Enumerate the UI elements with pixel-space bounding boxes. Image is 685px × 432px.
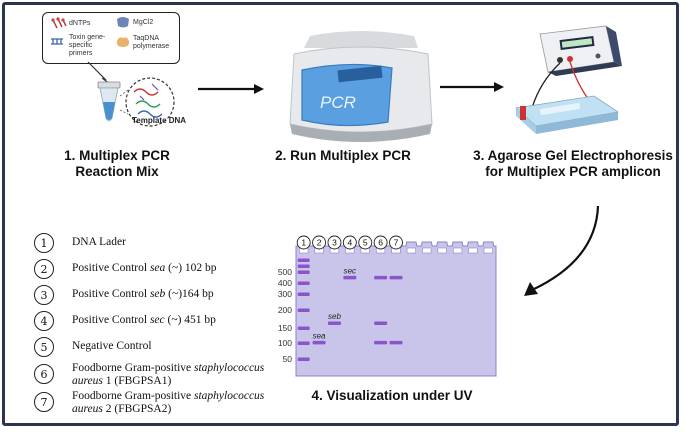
- step1-line1: 1. Multiplex PCR: [64, 148, 170, 163]
- legend-text: Positive Control sec (~) 451 bp: [72, 314, 216, 326]
- mw-marker-label: 300: [278, 289, 292, 299]
- step3-title: 3. Agarose Gel Electrophoresis for Multi…: [468, 148, 678, 180]
- step4-title: 4. Visualization under UV: [311, 388, 473, 403]
- taq-polymerase-icon: [116, 37, 130, 47]
- ladder-band: [297, 341, 310, 345]
- mw-marker-label: 100: [278, 338, 292, 348]
- step1-title: 1. Multiplex PCR Reaction Mix: [52, 148, 182, 180]
- gel-well: [483, 247, 493, 254]
- legend-number: 7: [34, 392, 54, 412]
- sample-band: [343, 275, 357, 280]
- ladder-band: [297, 292, 310, 296]
- pcr-screen-text: PCR: [320, 93, 356, 112]
- pcr-tube-illustration: [87, 61, 175, 127]
- lane-number: 6: [378, 238, 383, 248]
- legend-text: Negative Control: [72, 340, 152, 352]
- arrow-icon: [440, 82, 504, 92]
- gel-well: [422, 247, 432, 254]
- mw-marker-label: 400: [278, 278, 292, 288]
- sample-band: [374, 321, 388, 325]
- sample-band: [389, 340, 403, 345]
- legend-text: DNA Lader: [72, 236, 126, 248]
- mgcl2-icon: [117, 17, 129, 28]
- lane-number-circle: [358, 235, 373, 250]
- lane-number-circle: [327, 235, 342, 250]
- taq-label: TaqDNA polymerase: [133, 35, 170, 50]
- lane-number-circle: [389, 235, 403, 250]
- band-label: sea: [313, 331, 326, 340]
- step2-title: 2. Run Multiplex PCR: [275, 148, 411, 163]
- legend-number: 6: [34, 364, 54, 384]
- ladder-band: [297, 326, 310, 330]
- ladder-band: [297, 357, 310, 361]
- legend-number: 3: [34, 285, 54, 305]
- curved-arrow-icon: [524, 205, 600, 296]
- legend-number: 4: [34, 311, 54, 331]
- primers-icon: [51, 38, 63, 45]
- reagent-box: dNTPs MgCl2 Toxin gene-specific primers …: [42, 12, 180, 64]
- legend-number: 5: [34, 337, 54, 357]
- sample-band: [327, 321, 341, 325]
- lane-number: 5: [363, 238, 368, 248]
- dntps-icon: [51, 17, 67, 29]
- step3-line1: 3. Agarose Gel Electrophoresis: [473, 148, 673, 163]
- lane-number: 3: [332, 238, 337, 248]
- mw-marker-label: 50: [283, 354, 293, 364]
- legend-text: Positive Control sea (~) 102 bp: [72, 262, 217, 274]
- step3-line2: for Multiplex PCR amplicon: [485, 164, 661, 179]
- outer-frame: [2, 2, 679, 426]
- gel-well: [406, 247, 416, 254]
- mgcl2-label: MgCl2: [133, 19, 154, 26]
- lane-number: 2: [317, 238, 322, 248]
- legend-number: 1: [34, 233, 54, 253]
- sample-band: [374, 275, 388, 280]
- lane-number: 1: [301, 238, 306, 248]
- mw-marker-label: 150: [278, 323, 292, 333]
- lane-number-circle: [373, 235, 388, 250]
- electrophoresis-illustration: [515, 25, 622, 134]
- legend-number: 2: [34, 259, 54, 279]
- sample-band: [389, 275, 403, 280]
- mw-marker-label: 500: [278, 267, 292, 277]
- lane-number-circle: [312, 235, 327, 250]
- step1-line2: Reaction Mix: [75, 164, 159, 179]
- ladder-band: [297, 281, 310, 285]
- ladder-band: [297, 270, 310, 274]
- template-dna-label: Template DNA: [132, 116, 187, 125]
- sample-band: [312, 340, 326, 345]
- sample-band: [374, 340, 388, 345]
- band-label: seb: [328, 312, 341, 321]
- gel-well: [437, 247, 447, 254]
- gel-well: [468, 247, 478, 254]
- arrow-icon: [198, 84, 264, 94]
- ladder-band: [297, 264, 310, 268]
- lane-number: 4: [347, 238, 352, 248]
- ladder-band: [297, 258, 310, 262]
- ladder-band: [297, 308, 310, 312]
- mw-marker-label: 200: [278, 305, 292, 315]
- gel-well: [452, 247, 463, 254]
- legend-text: Positive Control seb (~)164 bp: [72, 288, 214, 300]
- gel-body: [295, 241, 497, 377]
- lane-number-circle: [296, 235, 311, 250]
- pcr-machine-illustration: PCR: [289, 31, 433, 142]
- lane-number: 7: [394, 238, 399, 248]
- primers-label: Toxin gene-specific primers: [69, 34, 106, 57]
- dntps-label: dNTPs: [69, 20, 91, 27]
- lane-number-circle: [342, 235, 357, 250]
- band-label: sec: [344, 266, 356, 275]
